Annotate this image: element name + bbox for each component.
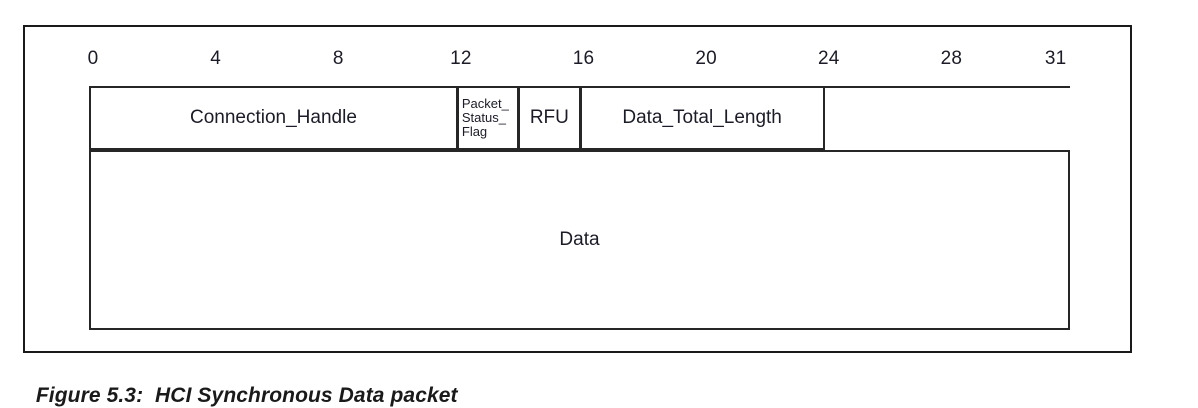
bit-ruler: 0 4 8 12 16 20 24 28 31 — [25, 45, 1130, 73]
bit-tick-24: 24 — [817, 48, 840, 69]
bit-tick-0: 0 — [87, 48, 99, 69]
packet-field-data-total-length-label: Data_Total_Length — [622, 106, 782, 128]
figure-caption: Figure 5.3: HCI Synchronous Data packet — [24, 360, 458, 408]
packet-field-packet-status-flag-label: Packet_Status_Flag — [461, 95, 509, 140]
packet-field-data-label: Data — [559, 228, 600, 250]
packet-field-connection-handle: Connection_Handle — [89, 86, 457, 150]
bit-tick-28: 28 — [940, 48, 963, 69]
packet-field-rfu-label: RFU — [529, 106, 569, 128]
packet-field-unlabelled-span — [824, 86, 1070, 150]
packet-header-row: Connection_Handle Packet_Status_Flag RFU Da… — [89, 86, 1070, 150]
packet-field-connection-handle-label: Connection_Handle — [189, 106, 357, 128]
bit-tick-16: 16 — [572, 48, 595, 69]
figure-caption-text: Figure 5.3: HCI Synchronous Data packet — [35, 384, 458, 407]
figure-frame: 0 4 8 12 16 20 24 28 31 Connection_Handle Packet_… — [23, 25, 1132, 353]
bit-tick-12: 12 — [450, 48, 472, 69]
packet-structure-diagram: Connection_Handle Packet_Status_Flag RFU Da… — [89, 86, 1070, 330]
packet-field-packet-status-flag: Packet_Status_Flag — [456, 86, 519, 150]
bit-tick-4: 4 — [210, 48, 222, 69]
packet-field-data-total-length: Data_Total_Length — [579, 86, 825, 150]
packet-field-data: Data — [89, 150, 1070, 330]
bit-tick-31: 31 — [1044, 48, 1067, 69]
bit-tick-20: 20 — [695, 48, 717, 69]
bit-tick-8: 8 — [332, 48, 344, 69]
packet-field-rfu: RFU — [518, 86, 580, 150]
